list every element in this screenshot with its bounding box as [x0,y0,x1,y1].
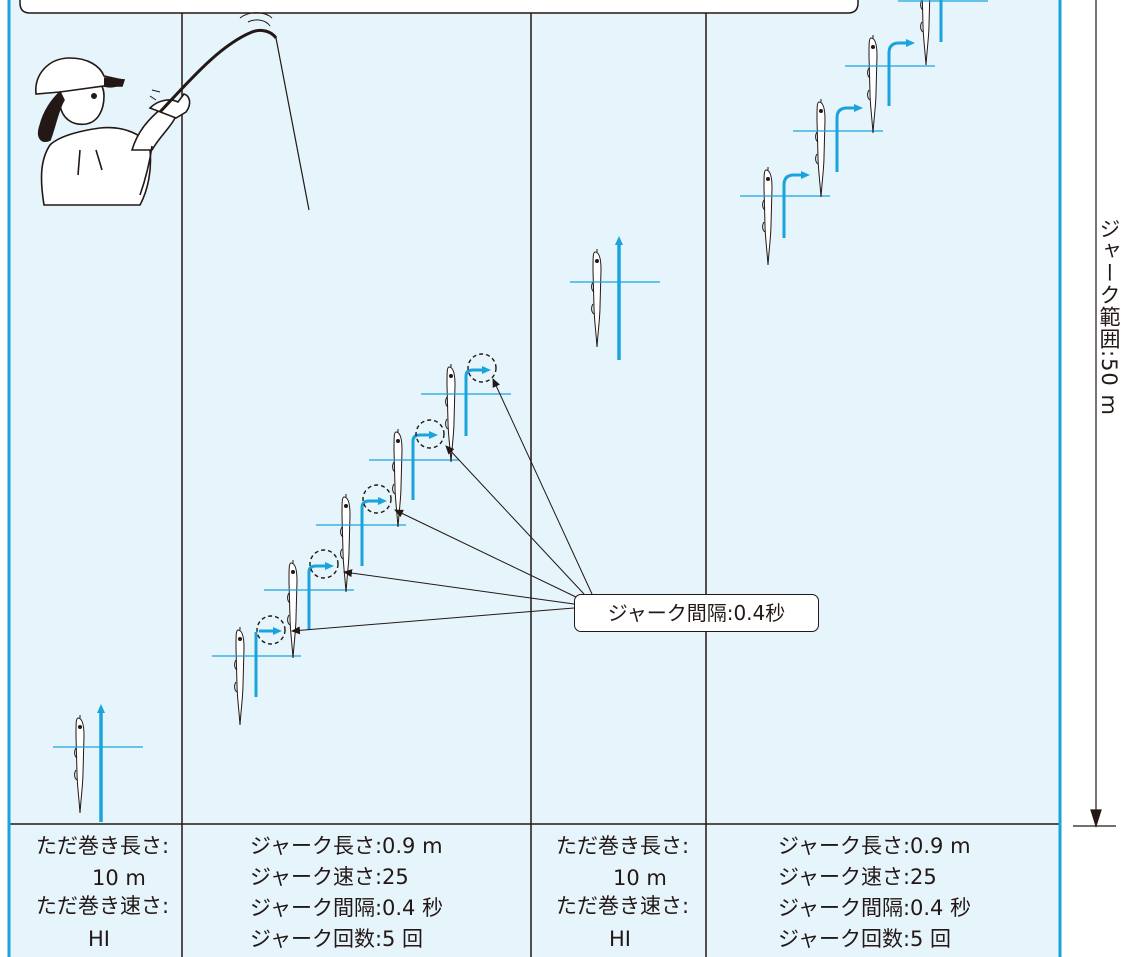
jerk-arrow-icon [307,562,334,573]
panel-3-line-3: ただ巻き速さ: [556,894,690,918]
top-box [19,0,859,14]
angler-icon [35,57,191,206]
panel-4-line-2: ジャーク速さ:25 [778,865,937,889]
panel-4-line-3: ジャーク間隔:0.4 秒 [778,896,972,920]
jerk-step [212,615,301,726]
panel-2-line-4: ジャーク回数:5 回 [250,927,424,951]
jerk-step [264,549,354,659]
callout-pointers [291,378,593,635]
jerk-arrow-icon [887,39,915,106]
jerk-step [845,34,935,134]
jerk-arrow-icon [835,104,863,172]
retrieve-marker-1 [53,704,143,822]
panel-4-line-4: ジャーク回数:5 回 [778,927,952,951]
panel-1-line-2: 10 m [92,866,146,890]
fishing-rod-icon [149,12,310,211]
retrieve-marker-2 [570,236,660,360]
panel-2-line-1: ジャーク長さ:0.9 m [250,834,443,858]
panel-3-line-2: 10 m [613,866,667,890]
jerk-steps-1 [212,353,511,726]
jerk-step [316,484,406,593]
jerk-step [369,419,459,528]
jerk-range-label: ジャーク範囲:50 m [1097,218,1121,416]
jerk-step [898,0,988,66]
panel-1-line-3: ただ巻き速さ: [36,894,170,918]
jerk-arrow-icon [464,366,491,377]
panel-1-line-4: HI [88,927,110,951]
jerk-arrow-icon [411,431,438,442]
panel-2-line-2: ジャーク速さ:25 [250,865,409,889]
jerk-arrow-icon [360,497,387,509]
jerk-step [421,353,511,463]
jerk-interval-callout: ジャーク間隔:0.4秒 [574,594,819,632]
panel-1-line-1: ただ巻き長さ: [36,834,170,858]
jerk-step [793,98,883,198]
panel-2-line-3: ジャーク間隔:0.4 秒 [250,896,444,920]
jerk-arrow-icon [782,171,810,238]
jerk-steps-2 [740,0,988,266]
range-indicator [1073,0,1116,829]
diagram-background [8,0,1061,957]
panel-3-line-1: ただ巻き長さ: [556,834,690,858]
jerk-step [740,166,830,266]
panel-3-line-4: HI [609,927,631,951]
panel-4-line-1: ジャーク長さ:0.9 m [778,834,971,858]
